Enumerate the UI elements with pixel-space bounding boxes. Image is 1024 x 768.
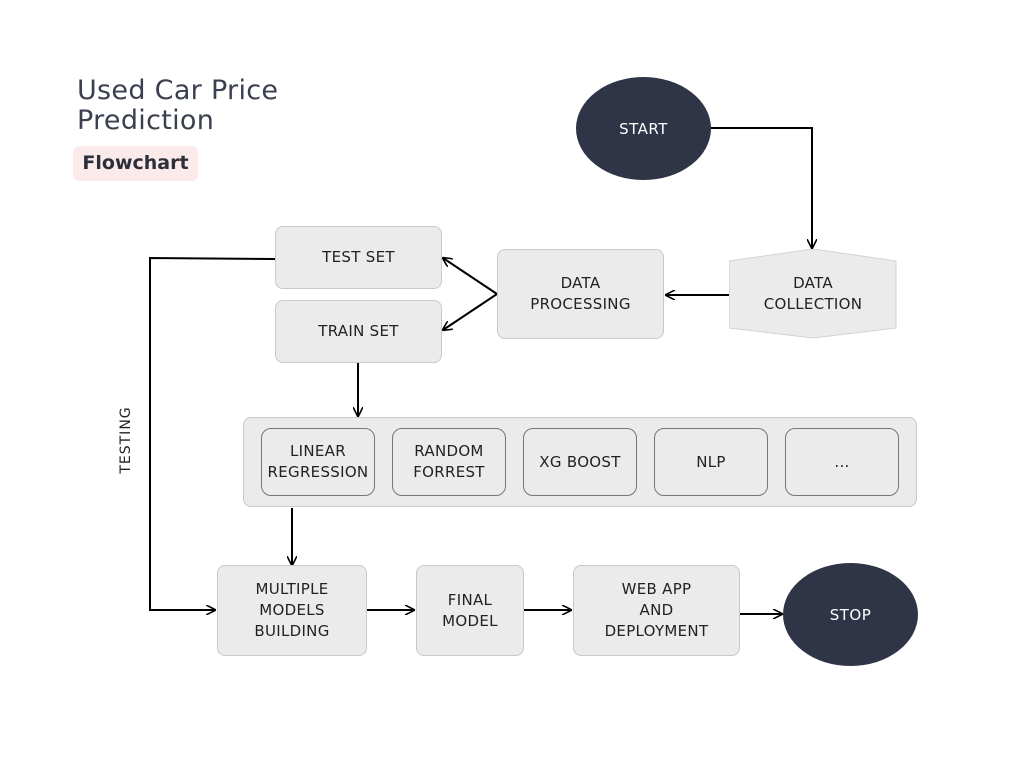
testing-label: TESTING [118,406,134,474]
start-label: START [619,119,668,138]
arrow-start-to-collection [711,127,812,248]
testing-connector [149,256,276,610]
model-more: ... [785,428,899,496]
stop-node: STOP [783,563,918,666]
model-nlp: NLP [654,428,768,496]
arrow-processing-to-test [443,258,498,295]
data-processing-node: DATA PROCESSING [497,249,664,339]
train-set-node: TRAIN SET [275,300,442,363]
start-node: START [576,77,711,180]
model-linear-regression: LINEAR REGRESSION [261,428,375,496]
arrow-processing-to-train [443,293,498,330]
page-title: Used Car Price Prediction [77,75,279,136]
final-model-label: FINAL MODEL [442,590,498,630]
web-app-label: WEB APP AND DEPLOYMENT [604,580,709,640]
data-collection-label: DATA COLLECTION [763,274,863,313]
data-collection-node: DATA COLLECTION [729,249,897,339]
multiple-models-label: MULTIPLE MODELS BUILDING [254,580,330,640]
data-collection-shape [729,249,897,339]
flowchart-badge: Flowchart [73,146,198,181]
web-app-node: WEB APP AND DEPLOYMENT [573,565,740,656]
multiple-models-node: MULTIPLE MODELS BUILDING [217,565,367,656]
model-xg-boost: XG BOOST [523,428,637,496]
train-set-label: TRAIN SET [318,322,399,340]
test-set-node: TEST SET [275,226,442,289]
stop-label: STOP [829,605,872,624]
model-random-forrest: RANDOM FORREST [392,428,506,496]
data-processing-label: DATA PROCESSING [530,274,631,313]
final-model-node: FINAL MODEL [416,565,524,656]
test-set-label: TEST SET [322,248,395,266]
